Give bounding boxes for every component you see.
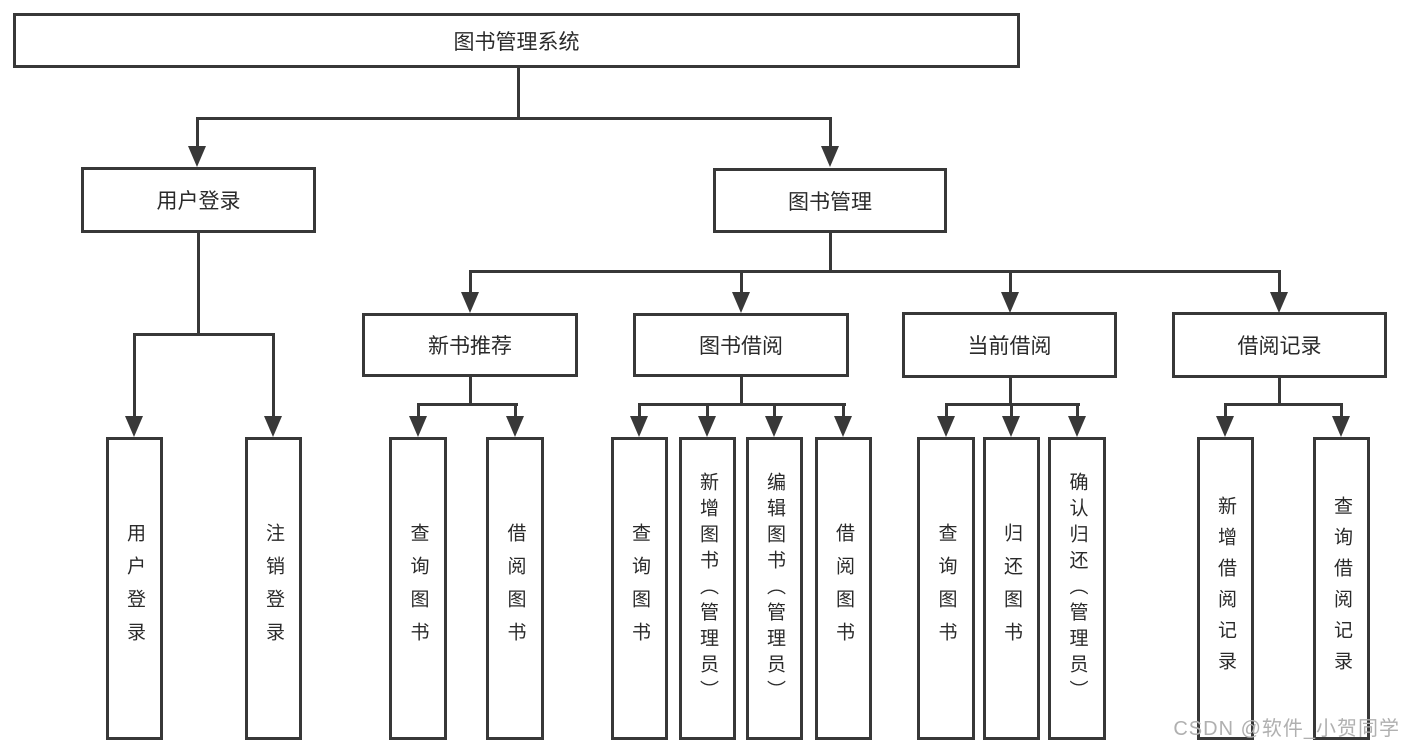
connector-newbookrec-bar [417, 403, 518, 406]
node-current-borrow-label: 当前借阅 [967, 335, 1052, 358]
leaf-user-login: 用户登录 [106, 437, 163, 740]
arrow-down-icon [188, 146, 206, 167]
leaf-borrow-books: 借阅图书 [815, 437, 872, 740]
node-book-management-label: 图书管理 [788, 190, 872, 214]
arrow-down-icon [409, 416, 427, 437]
leaf-query-borrow-record: 查询借阅记录 [1313, 437, 1370, 740]
arrow-down-icon [834, 416, 852, 437]
arrow-down-icon [732, 292, 750, 313]
connector-drop-currentborrow [1009, 270, 1012, 296]
leaf-add-books-admin: 新增图书（管理员） [679, 437, 736, 740]
connector-drop [842, 403, 845, 420]
connector-drop-book-mgmt [829, 117, 832, 151]
leaf-query-books-recommend-label: 查询图书 [407, 522, 429, 655]
arrow-down-icon [506, 416, 524, 437]
arrow-down-icon [1270, 292, 1288, 313]
connector-drop-bookborrow [740, 270, 743, 296]
node-user-login: 用户登录 [81, 167, 316, 233]
connector-drop-newbookrec [469, 270, 472, 296]
leaf-query-borrow-record-label: 查询借阅记录 [1331, 495, 1352, 682]
leaf-borrow-books-recommend: 借阅图书 [486, 437, 544, 740]
leaf-edit-books-admin-label: 编辑图书（管理员） [764, 471, 785, 706]
connector-drop [514, 403, 517, 420]
arrow-down-icon [937, 416, 955, 437]
leaf-query-books-borrow: 查询图书 [611, 437, 668, 740]
arrow-down-icon [264, 416, 282, 437]
connector-drop [1340, 403, 1343, 420]
connector-drop [773, 403, 776, 420]
connector-drop-user-login [196, 117, 199, 151]
connector-bookborrow-stem [740, 376, 743, 406]
arrow-down-icon [698, 416, 716, 437]
arrow-down-icon [1332, 416, 1350, 437]
arrow-down-icon [1002, 416, 1020, 437]
arrow-down-icon [461, 292, 479, 313]
leaf-add-borrow-record: 新增借阅记录 [1197, 437, 1254, 740]
node-book-borrow-label: 图书借阅 [699, 335, 783, 358]
leaf-add-borrow-record-label: 新增借阅记录 [1215, 495, 1236, 682]
arrow-down-icon [821, 146, 839, 167]
leaf-borrow-books-recommend-label: 借阅图书 [504, 522, 526, 655]
leaf-return-books-label: 归还图书 [1001, 522, 1022, 655]
leaf-logout: 注销登录 [245, 437, 302, 740]
arrow-down-icon [1216, 416, 1234, 437]
node-new-book-recommend-label: 新书推荐 [428, 335, 512, 358]
connector-drop [706, 403, 709, 420]
connector-borrowrecords-stem [1278, 376, 1281, 406]
arrow-down-icon [1068, 416, 1086, 437]
leaf-add-books-admin-label: 新增图书（管理员） [697, 471, 718, 706]
leaf-return-books: 归还图书 [983, 437, 1040, 740]
connector-borrowrecords-bar [1224, 403, 1343, 406]
node-book-borrow: 图书借阅 [633, 313, 849, 377]
connector-level2-bar [196, 117, 832, 120]
connector-drop [417, 403, 420, 420]
node-user-login-label: 用户登录 [156, 190, 241, 213]
connector-drop [945, 403, 948, 420]
node-book-management: 图书管理 [713, 168, 947, 233]
connector-drop [638, 403, 641, 420]
connector-drop-leaf-logout [272, 333, 275, 420]
leaf-query-books-current-label: 查询图书 [935, 522, 957, 655]
node-new-book-recommend: 新书推荐 [362, 313, 578, 377]
arrow-down-icon [630, 416, 648, 437]
node-borrow-records: 借阅记录 [1172, 312, 1387, 378]
leaf-confirm-return-admin: 确认归还（管理员） [1048, 437, 1106, 740]
node-borrow-records-label: 借阅记录 [1237, 335, 1322, 358]
connector-drop [1076, 403, 1079, 420]
leaf-logout-label: 注销登录 [263, 522, 284, 655]
leaf-borrow-books-label: 借阅图书 [833, 522, 854, 655]
connector-level3-bar [469, 270, 1281, 273]
connector-drop-borrowrecords [1278, 270, 1281, 296]
leaf-query-books-borrow-label: 查询图书 [629, 522, 650, 655]
arrow-down-icon [125, 416, 143, 437]
connector-root-stem [517, 66, 520, 119]
connector-drop-leaf-userlogin [133, 333, 136, 420]
connector-userlogin-stem [197, 232, 200, 335]
leaf-user-login-label: 用户登录 [124, 522, 145, 655]
node-library-system: 图书管理系统 [13, 13, 1020, 68]
arrow-down-icon [1001, 292, 1019, 313]
node-current-borrow: 当前借阅 [902, 312, 1117, 378]
arrow-down-icon [765, 416, 783, 437]
leaf-confirm-return-admin-label: 确认归还（管理员） [1066, 471, 1088, 706]
connector-bookborrow-bar [638, 403, 846, 406]
connector-drop [1224, 403, 1227, 420]
connector-bookmgmt-stem [829, 232, 832, 273]
leaf-query-books-recommend: 查询图书 [389, 437, 447, 740]
csdn-watermark: CSDN @软件_小贺同学 [1173, 718, 1400, 740]
leaf-edit-books-admin: 编辑图书（管理员） [746, 437, 803, 740]
node-library-system-label: 图书管理系统 [453, 30, 580, 54]
connector-currentborrow-stem [1009, 376, 1012, 406]
connector-newbookrec-stem [469, 376, 472, 406]
leaf-query-books-current: 查询图书 [917, 437, 975, 740]
connector-drop [1010, 403, 1013, 420]
connector-userlogin-bar [133, 333, 275, 336]
